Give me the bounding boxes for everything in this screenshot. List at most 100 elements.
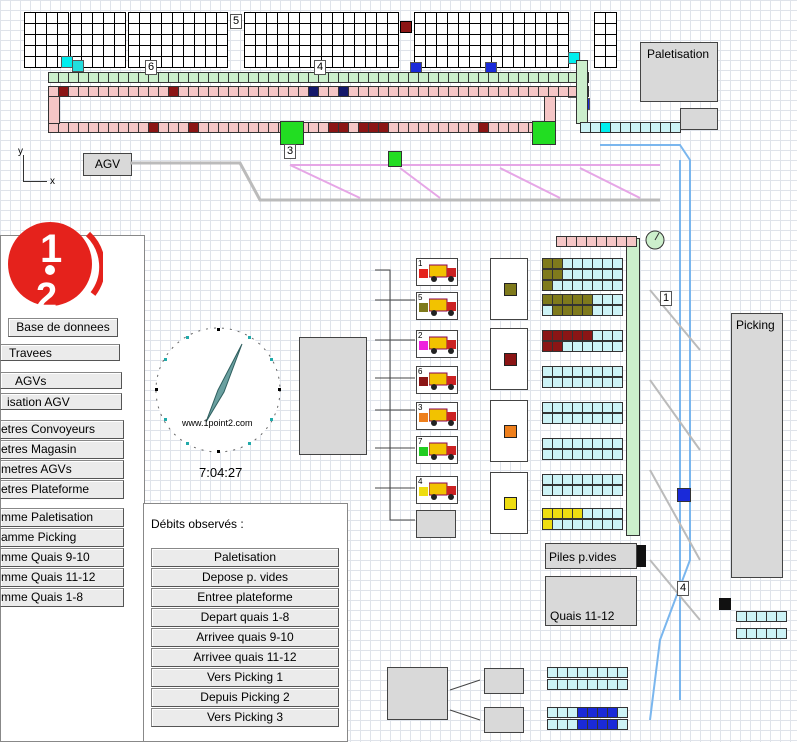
debit-arrivee-11-12-button[interactable]: Arrivee quais 11-12 xyxy=(151,648,339,667)
paletisation-station[interactable]: Paletisation xyxy=(640,42,718,102)
lane xyxy=(542,330,623,341)
lane xyxy=(542,294,623,305)
picking-label: Picking xyxy=(736,318,775,332)
dock-6[interactable]: 6 xyxy=(416,366,458,394)
lane xyxy=(542,258,623,269)
debits-title: Débits observés : xyxy=(151,517,244,531)
menu-prog-quais-11-12[interactable]: mme Quais 11-12 xyxy=(0,568,124,587)
lane xyxy=(547,667,628,678)
truck-icon xyxy=(429,442,456,460)
zone-label: 5 xyxy=(230,14,243,29)
menu-param-convoyeurs[interactable]: etres Convoyeurs xyxy=(0,420,124,439)
lane xyxy=(542,485,623,496)
dock-number: 2 xyxy=(418,331,423,340)
axis-y-label: y xyxy=(18,146,23,157)
debit-depart-quais-button[interactable]: Depart quais 1-8 xyxy=(151,608,339,627)
dock-7[interactable]: 7 xyxy=(416,436,458,464)
axis-x-line xyxy=(23,181,47,182)
conveyor-row xyxy=(48,86,589,97)
pallet-marker xyxy=(72,60,84,72)
agv-vehicle[interactable] xyxy=(677,488,691,502)
quais-9-10-block xyxy=(387,667,448,720)
menu-param-magasin[interactable]: etres Magasin xyxy=(0,440,124,459)
truck-icon xyxy=(429,408,456,426)
zone-label: 1 xyxy=(660,291,673,306)
lane xyxy=(542,305,623,316)
dock-number: 1 xyxy=(418,259,423,268)
zone-label: 4 xyxy=(677,581,690,596)
lane xyxy=(547,679,628,690)
logo-digit-2: 2 xyxy=(36,276,57,314)
dock-color-swatch xyxy=(419,447,428,456)
menu-agvs[interactable]: AGVs xyxy=(0,372,122,389)
picking-station[interactable]: Picking xyxy=(731,313,783,578)
lane xyxy=(542,413,623,424)
zone-label: 4 xyxy=(314,60,327,75)
lane-feeder-column xyxy=(626,238,640,536)
dock-1[interactable]: 1 xyxy=(416,258,458,286)
debit-paletisation-button[interactable]: Paletisation xyxy=(151,548,339,567)
quais-11-12-station[interactable]: Quais 11-12 xyxy=(545,576,637,626)
stack-marker xyxy=(637,545,646,567)
lane xyxy=(542,269,623,280)
plateforme-block xyxy=(299,337,367,455)
menu-prog-paletisation[interactable]: mme Paletisation xyxy=(0,508,124,527)
dock-number: 6 xyxy=(418,367,423,376)
pallet-marker xyxy=(400,21,412,33)
agv-station[interactable]: AGV xyxy=(83,153,132,176)
truck-icon xyxy=(429,482,456,500)
clock-time: 7:04:27 xyxy=(199,465,243,480)
menu-travees[interactable]: Travees xyxy=(0,344,120,361)
debit-arrivee-9-10-button[interactable]: Arrivee quais 9-10 xyxy=(151,628,339,647)
conveyor-row xyxy=(556,236,637,247)
dock-5[interactable]: 5 xyxy=(416,292,458,320)
conveyor-link xyxy=(48,96,60,124)
dock-number: 4 xyxy=(418,477,423,486)
menu-prog-picking[interactable]: amme Picking xyxy=(0,528,124,547)
lane xyxy=(542,341,623,352)
zone-label: 6 xyxy=(145,60,158,75)
lane xyxy=(542,402,623,413)
dock-4[interactable]: 4 xyxy=(416,476,458,504)
menu-prog-quais-9-10[interactable]: mme Quais 9-10 xyxy=(0,548,124,567)
rack-block xyxy=(594,12,617,68)
dock-color-swatch xyxy=(419,303,428,312)
gauge-icon xyxy=(645,230,665,250)
truck-icon xyxy=(429,298,456,316)
rack-block xyxy=(70,12,126,68)
lane xyxy=(736,611,787,622)
dock-3[interactable]: 3 xyxy=(416,402,458,430)
dock-color-swatch xyxy=(419,377,428,386)
axis-y-line xyxy=(23,155,24,181)
lane xyxy=(736,628,787,639)
transfer-block xyxy=(280,121,304,145)
logo-1point2: 1 2 xyxy=(8,222,103,314)
dock-number: 5 xyxy=(418,293,423,302)
database-button[interactable]: Base de donnees xyxy=(8,318,118,337)
agv-vehicle[interactable] xyxy=(388,151,402,167)
menu-visualisation-agv[interactable]: isation AGV xyxy=(0,393,122,410)
menu-param-agvs[interactable]: metres AGVs xyxy=(0,460,124,479)
paletisation-buffer xyxy=(680,108,718,130)
lane xyxy=(542,438,623,449)
dock-number: 7 xyxy=(418,437,423,446)
axis-x-label: x xyxy=(50,176,55,187)
debit-vers-picking-1-button[interactable]: Vers Picking 1 xyxy=(151,668,339,687)
lane xyxy=(542,508,623,519)
debit-vers-picking-3-button[interactable]: Vers Picking 3 xyxy=(151,708,339,727)
truck-icon xyxy=(429,336,456,354)
debit-entree-button[interactable]: Entree plateforme xyxy=(151,588,339,607)
staging-area xyxy=(490,400,528,462)
quais-label: Quais 11-12 xyxy=(550,609,615,623)
menu-prog-quais-1-8[interactable]: mme Quais 1-8 xyxy=(0,588,124,607)
quai-box xyxy=(484,707,524,733)
piles-vides-station[interactable]: Piles p.vides xyxy=(545,543,637,569)
debit-depuis-picking-2-button[interactable]: Depuis Picking 2 xyxy=(151,688,339,707)
dock-empty xyxy=(416,510,456,538)
stack-marker xyxy=(719,598,731,610)
debit-depose-button[interactable]: Depose p. vides xyxy=(151,568,339,587)
menu-param-plateforme[interactable]: etres Plateforme xyxy=(0,480,124,499)
dock-2[interactable]: 2 xyxy=(416,330,458,358)
quai-box xyxy=(484,668,524,694)
lane xyxy=(547,707,628,718)
